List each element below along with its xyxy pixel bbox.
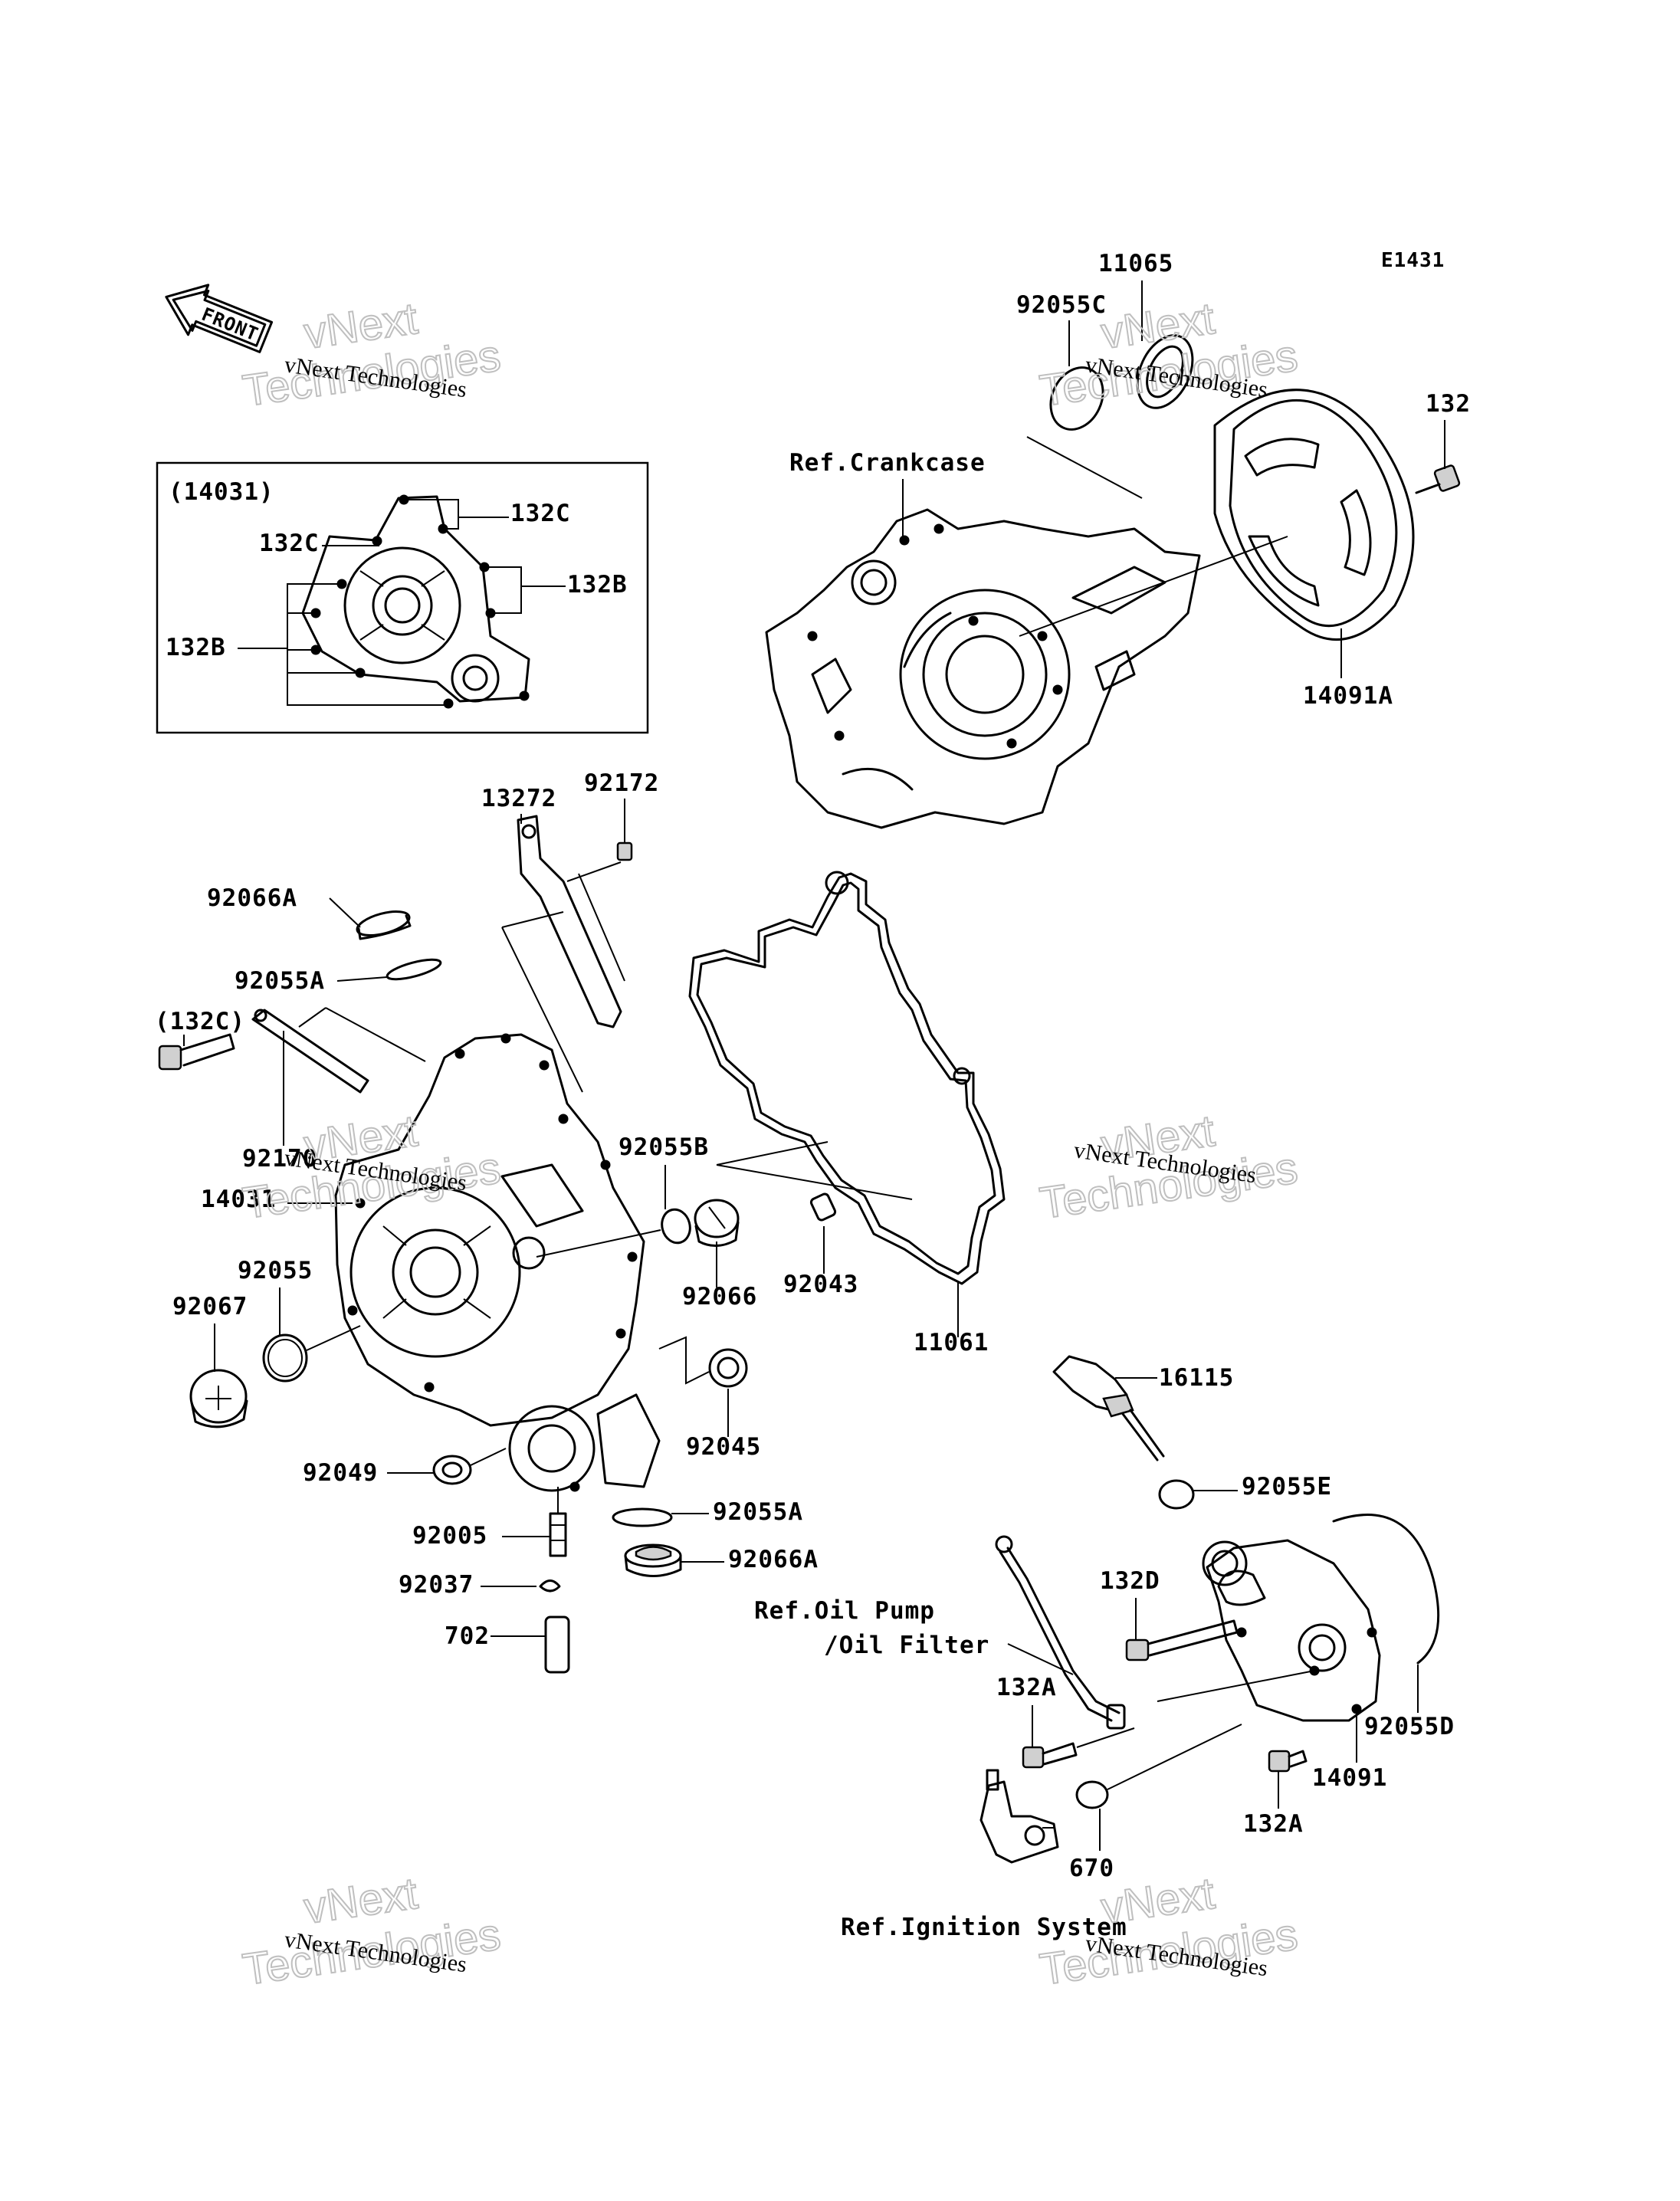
label-92005: 92005 (412, 1522, 487, 1550)
fitting-92005 (502, 1487, 567, 1557)
bolt-132a-left (1022, 1705, 1135, 1769)
crankcase-drawing (765, 436, 1201, 829)
watermark-top-right: vNext Technologies vNext Technologies (1036, 293, 1301, 417)
ref-crankcase-label: Ref.Crankcase (789, 449, 986, 477)
bolt-132c-long (158, 1033, 235, 1071)
inset-label-132c-right: 132C (510, 500, 571, 527)
pipe-702 (491, 1615, 570, 1674)
label-92067: 92067 (172, 1293, 248, 1320)
cover-14031 (287, 1033, 661, 1492)
ref-oil-filter-label: /Oil Filter (824, 1632, 989, 1659)
label-92037: 92037 (399, 1571, 474, 1599)
label-92055c: 92055C (1016, 291, 1107, 319)
watermark-mid-right: vNext Technologies vNext Technologies (1036, 1105, 1301, 1229)
label-92049: 92049 (303, 1459, 378, 1487)
label-16115: 16115 (1159, 1364, 1234, 1392)
inset-label-132b-left: 132B (166, 634, 226, 661)
label-92172: 92172 (584, 769, 659, 797)
label-92055a-top: 92055A (235, 967, 325, 995)
label-702: 702 (445, 1622, 490, 1650)
label-92055b: 92055B (619, 1133, 709, 1161)
bearing-92045 (658, 1336, 748, 1437)
label-13272: 13272 (481, 785, 556, 812)
label-92066: 92066 (682, 1283, 757, 1310)
inset-label-132b-right: 132B (567, 571, 628, 599)
screw-92172 (566, 799, 633, 882)
plate-14091a (1019, 389, 1415, 678)
oil-pipe-drawing (995, 1535, 1126, 1730)
ref-oil-pump-label: Ref.Oil Pump (754, 1597, 935, 1625)
o-ring-92055a-bot (612, 1507, 709, 1527)
oil-seal-11065 (1136, 280, 1194, 409)
o-ring-92055d (1332, 1514, 1440, 1713)
cover-14091 (1157, 1539, 1381, 1763)
plug-92066a-bot (624, 1543, 724, 1577)
o-ring-92055b (536, 1165, 691, 1258)
label-92055a-bot: 92055A (713, 1498, 803, 1526)
label-92045: 92045 (686, 1433, 761, 1461)
label-132a-left: 132A (996, 1674, 1057, 1701)
label-92066a-bot: 92066A (728, 1546, 819, 1573)
plug-92066 (694, 1199, 740, 1287)
label-14091: 14091 (1312, 1764, 1387, 1792)
watermark-bottom-left: vNext Technologies vNext Technologies (239, 1868, 504, 1996)
o-ring-670 (1075, 1724, 1242, 1851)
ref-ignition-label: Ref.Ignition System (841, 1914, 1127, 1941)
label-11065: 11065 (1098, 250, 1173, 277)
gasket-11061 (688, 871, 1006, 1337)
label-11061: 11061 (914, 1329, 989, 1356)
plug-92067 (189, 1324, 248, 1429)
diagram-code: E1431 (1381, 249, 1445, 272)
label-92055: 92055 (238, 1257, 313, 1284)
clamp-92170 (251, 1007, 426, 1146)
label-14091a: 14091A (1303, 682, 1393, 710)
bolt-132a-right (1268, 1750, 1308, 1809)
bolt-132d (1125, 1598, 1239, 1661)
label-92066a-top: 92066A (207, 884, 297, 912)
o-ring-92055c (1049, 320, 1104, 431)
label-670: 670 (1069, 1855, 1114, 1882)
watermark-top-left: vNext Technologies vNext Technologies (239, 293, 504, 417)
label-132a-right: 132A (1243, 1810, 1304, 1838)
ignition-sensor-drawing (979, 1769, 1059, 1864)
label-132: 132 (1426, 390, 1471, 418)
front-arrow-icon: FRONT (165, 284, 274, 353)
bracket-13272 (501, 814, 625, 1093)
inset-label-132c-left: 132C (259, 530, 320, 557)
plug-92066a-top (329, 897, 412, 940)
clip-92037 (481, 1579, 561, 1593)
dowel-92043 (809, 1192, 837, 1274)
bolt-132 (1415, 420, 1461, 494)
inset-14031: (14031) 132C 132C 132B 132B (156, 461, 649, 734)
label-92055e: 92055E (1242, 1473, 1332, 1501)
inset-title: (14031) (169, 478, 274, 506)
oil-seal-92049 (387, 1448, 507, 1485)
o-ring-92055 (262, 1287, 361, 1383)
o-ring-92055a-top (336, 958, 442, 982)
label-92055d: 92055D (1364, 1713, 1455, 1740)
dipstick-16115 (1052, 1355, 1165, 1461)
label-132c-paren: (132C) (155, 1008, 245, 1035)
label-92170: 92170 (242, 1145, 317, 1173)
label-14031: 14031 (201, 1186, 276, 1213)
label-92043: 92043 (783, 1271, 858, 1298)
label-132d: 132D (1100, 1567, 1160, 1595)
inset-cover-drawing (301, 494, 530, 709)
o-ring-92055e (1158, 1479, 1238, 1510)
